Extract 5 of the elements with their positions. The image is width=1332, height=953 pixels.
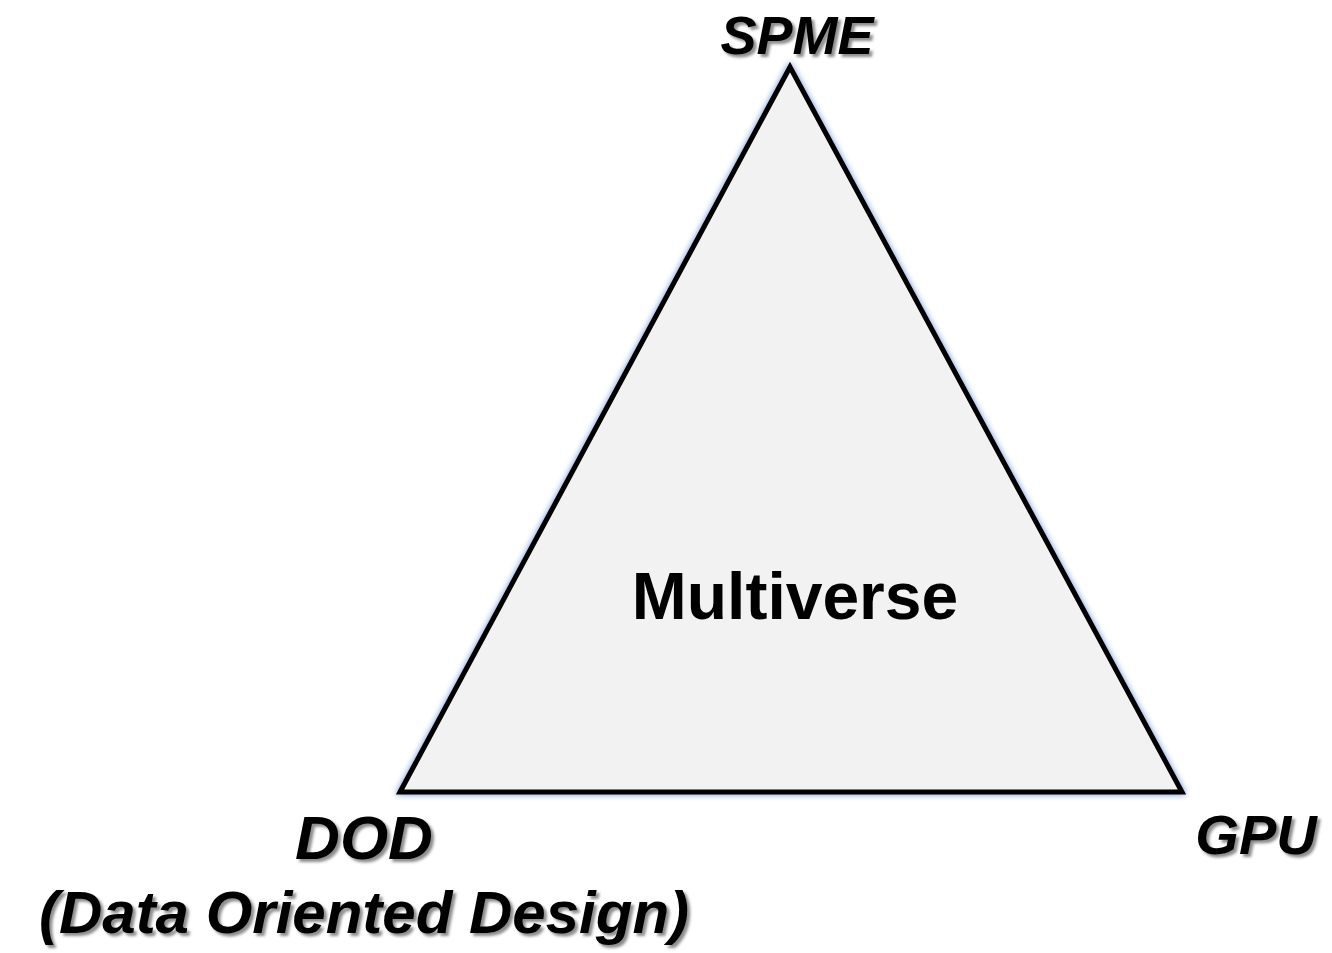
vertex-label: (Data Oriented Design) <box>38 878 690 947</box>
vertex-label: SPME <box>720 4 874 66</box>
vertex-label: DOD <box>295 802 433 873</box>
node-label: Multiverse <box>631 558 959 634</box>
vertex-label: GPU <box>1195 802 1317 867</box>
